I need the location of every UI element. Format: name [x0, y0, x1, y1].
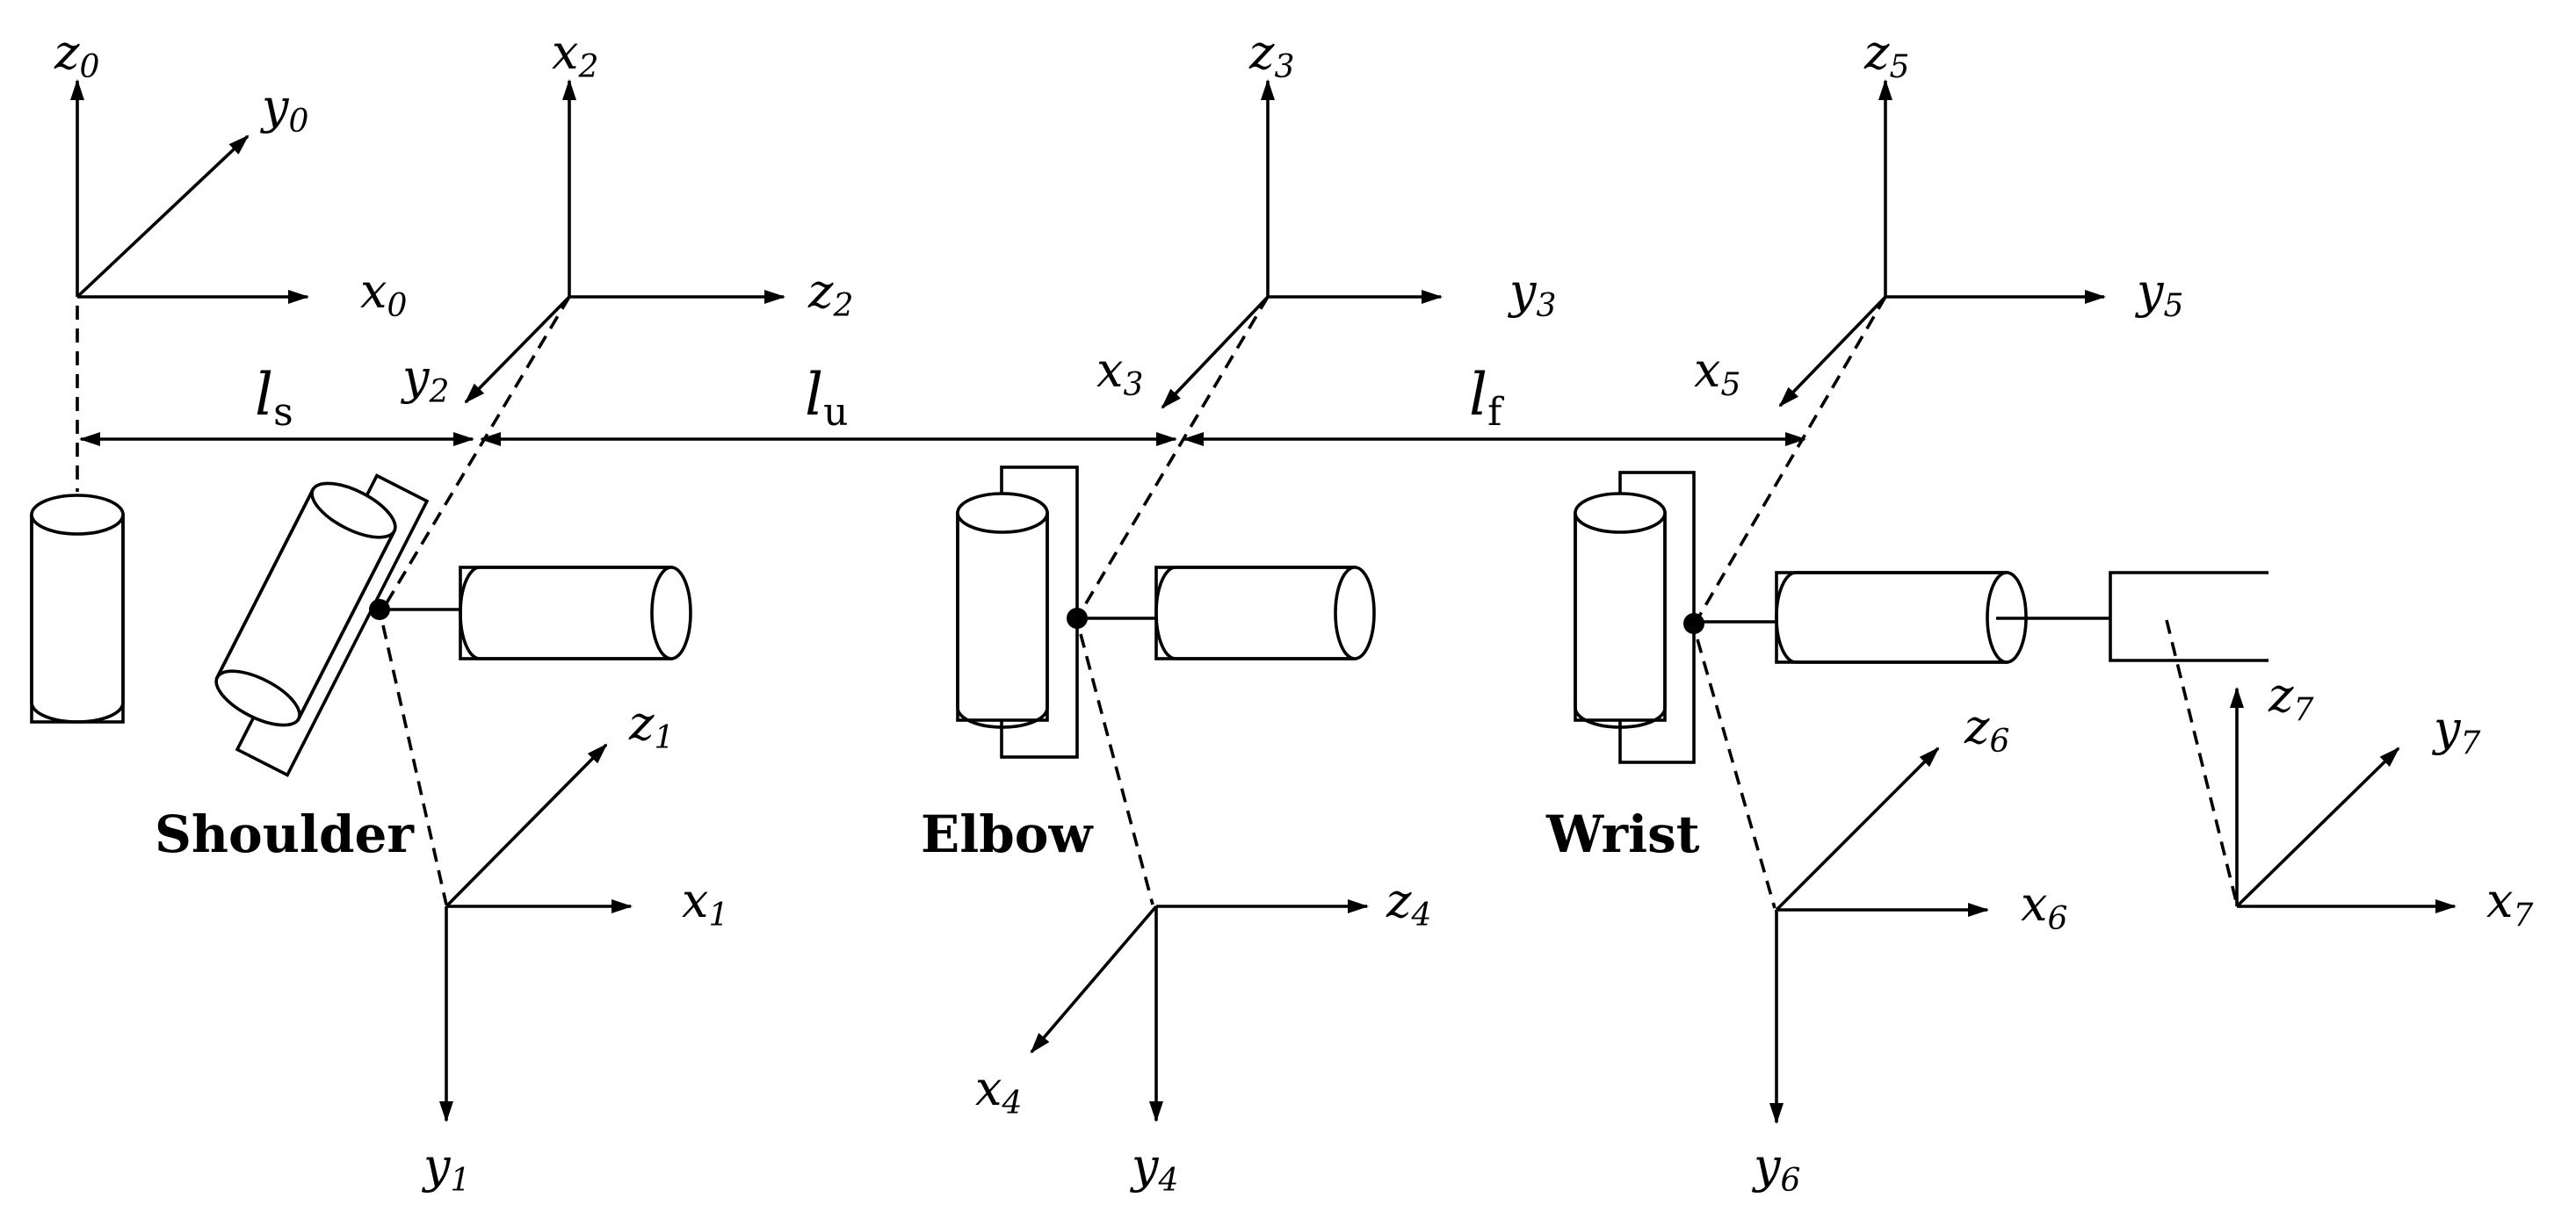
frame-0-y-label: y0: [260, 79, 308, 140]
frame-7-z-label: z7: [2268, 667, 2313, 728]
frame-1-z-axis: [445, 743, 608, 908]
frame-1-x-label: x1: [682, 873, 728, 934]
frame-7-y-axis: [2235, 747, 2400, 908]
frame-3-x-axis: [1161, 295, 1270, 409]
shoulder-cylinder: [214, 481, 397, 727]
shoulder-pivot: [369, 599, 390, 620]
frame-0-z-label: z0: [54, 25, 99, 85]
frame-2-x-label: x2: [552, 25, 598, 85]
wrist-cylinder: [1574, 492, 1667, 729]
wrist-pivot: [1683, 613, 1704, 634]
joint-label-shoulder: Shoulder: [155, 804, 415, 864]
frame-5-y-label: y5: [2135, 263, 2183, 324]
wrist-dashed-link: [1692, 296, 1887, 626]
elbow-dashed-link: [1075, 296, 1270, 619]
frame-2: x2 z2 y2: [401, 25, 853, 410]
length-label-upper-arm: lu: [805, 361, 848, 435]
shoulder-joint: [214, 473, 692, 777]
dimension-line: ls lu lf: [79, 361, 1806, 446]
frame-1-y-label: y1: [422, 1138, 470, 1199]
gripper-dashed-link: [2165, 619, 2239, 905]
frame-0: z0 y0 x0: [54, 25, 407, 324]
length-label-forearm: lf: [1469, 361, 1504, 435]
elbow-joint: [956, 465, 1376, 759]
frame-3-y-label: y3: [1508, 263, 1556, 324]
frame-5-x-label: x5: [1694, 343, 1740, 403]
frame-6-x-label: x6: [2021, 876, 2067, 937]
frame-7-x-label: x7: [2486, 873, 2533, 934]
elbow-horizontal-cylinder: [1154, 566, 1376, 660]
frame-1: x1 y1 z1: [422, 696, 728, 1199]
frame-0-y-axis: [76, 134, 250, 299]
frame-6-z-axis: [1775, 747, 1940, 912]
frame-4-z-label: z4: [1386, 873, 1431, 934]
frame-2-y-label: y2: [401, 350, 449, 410]
elbow-lower-dashed-link: [1079, 633, 1154, 905]
frame-4: z4 y4 x4: [975, 873, 1431, 1199]
frame-1-z-label: z1: [628, 696, 674, 756]
gripper-jaws: [2109, 571, 2268, 662]
gripper: [1996, 571, 2268, 662]
frame-6-y-label: y6: [1752, 1138, 1800, 1199]
elbow-pivot: [1067, 608, 1088, 629]
frame-2-y-axis: [464, 295, 571, 404]
length-label-shoulder: ls: [255, 361, 293, 435]
elbow-cylinder: [956, 492, 1049, 729]
base-cylinder: [30, 494, 125, 724]
frame-7: x7 z7 y7: [2230, 667, 2533, 934]
wrist-lower-dashed-link: [1696, 638, 1776, 909]
frame-5-z-label: z5: [1863, 25, 1909, 85]
frame-4-x-label: x4: [975, 1061, 1022, 1122]
joint-label-elbow: Elbow: [921, 804, 1094, 864]
shoulder-lower-dashed-link: [381, 624, 448, 905]
frame-2-z-label: z2: [807, 263, 853, 324]
wrist-joint: [1574, 471, 2028, 764]
shoulder-dashed-link: [378, 296, 571, 616]
frame-6-z-label: z6: [1964, 699, 2009, 760]
shoulder-horizontal-cylinder: [459, 566, 692, 660]
frame-5-x-axis: [1778, 295, 1887, 408]
frame-0-x-label: x0: [360, 263, 407, 324]
joint-label-wrist: Wrist: [1545, 804, 1700, 864]
frame-3-x-label: x3: [1096, 343, 1143, 403]
frame-3: z3 y3 x3: [1096, 25, 1556, 409]
frame-4-x-axis: [1030, 905, 1158, 1054]
frame-3-z-label: z3: [1248, 25, 1294, 85]
frame-5: z5 y5 x5: [1694, 25, 2183, 408]
frame-4-y-label: y4: [1130, 1138, 1178, 1199]
frame-7-y-label: y7: [2432, 701, 2481, 761]
wrist-horizontal-cylinder: [1775, 571, 2028, 664]
frame-6: x6 y6 z6: [1752, 699, 2067, 1199]
